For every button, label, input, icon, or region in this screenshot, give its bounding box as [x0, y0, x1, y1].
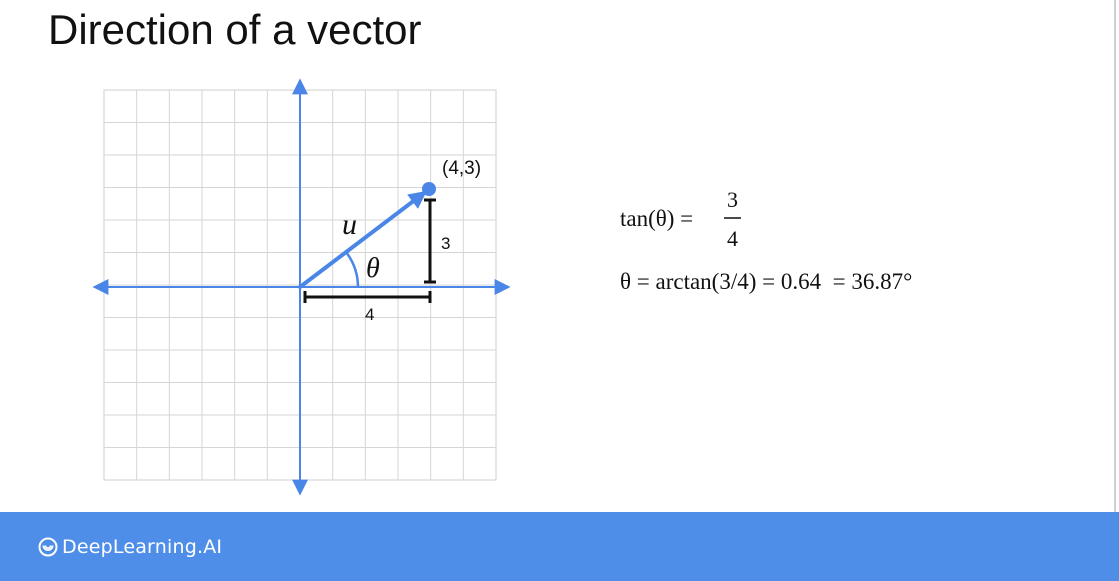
tan-fraction-numerator: 3: [727, 187, 738, 212]
vector-u-arrow: [298, 190, 427, 289]
tan-fraction-denominator: 4: [727, 226, 738, 251]
brand-name: DeepLearning.AI: [62, 536, 223, 558]
deeplearning-logo-icon: [38, 537, 58, 557]
brand: DeepLearning.AI: [38, 536, 222, 558]
vertical-leg-label: 3: [441, 234, 450, 253]
slide-edge-divider: [1114, 0, 1116, 512]
slide-title: Direction of a vector: [48, 6, 422, 53]
footer-bar: DeepLearning.AI: [0, 512, 1119, 581]
vector-label: u: [342, 208, 357, 241]
angle-arc: [344, 251, 360, 288]
tan-equation-lhs: tan(θ) =: [620, 206, 693, 231]
vertical-leg-bracket: [424, 198, 436, 284]
arctan-equation: θ = arctan(3/4) = 0.64 = 36.87°: [620, 269, 912, 294]
vector-tip-point: [422, 182, 436, 196]
point-label: (4,3): [442, 158, 481, 179]
horizontal-leg-label: 4: [365, 305, 374, 324]
vector-diagram: (4,3) u θ 3 4 tan(θ) = 3 4 θ = arctan(3/…: [92, 78, 912, 496]
angle-label: θ: [366, 253, 380, 284]
horizontal-leg-bracket: [303, 291, 432, 303]
